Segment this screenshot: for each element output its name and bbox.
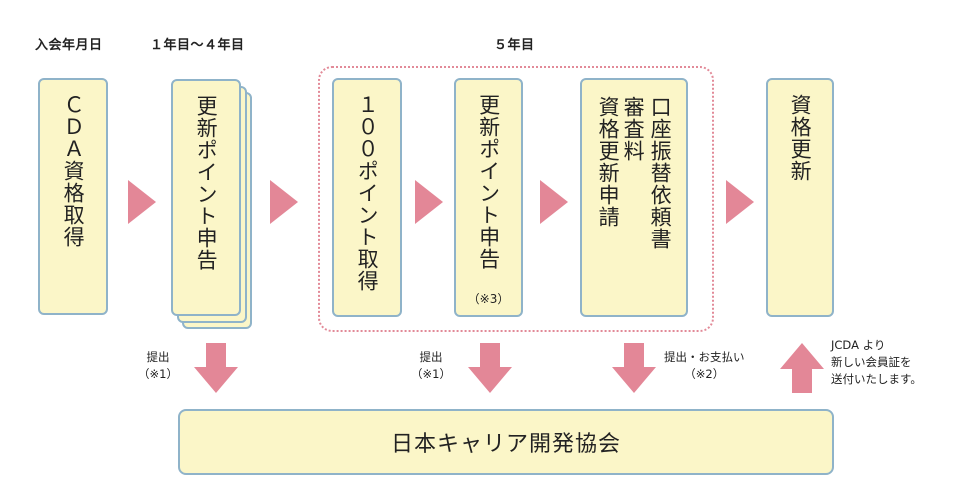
submit-label-1: 提出 （※1）: [138, 349, 178, 383]
application-box: 資格更新申請 審査料 口座振替依頼書: [580, 78, 688, 317]
jcda-note-line1: JCDA より: [831, 338, 886, 352]
submit-pay-line1: 提出・お支払い: [664, 350, 745, 364]
renewal-box: 資格更新: [766, 78, 834, 317]
arrow-up-icon: [780, 343, 824, 393]
arrow-right-icon: [726, 180, 754, 224]
jcda-note-line2: 新しい会員証を: [831, 355, 912, 369]
arrow-right-icon: [540, 180, 568, 224]
arrow-right-icon: [415, 180, 443, 224]
arrow-down-icon: [612, 343, 656, 393]
renewal-report-box-2: 更新ポイント申告 （※3）: [454, 78, 523, 317]
renewal-report-box-1: 更新ポイント申告: [171, 79, 241, 316]
submit-pay-line2: （※2）: [684, 367, 725, 381]
submit-pay-label: 提出・お支払い （※2）: [664, 349, 745, 383]
organization-name: 日本キャリア開発協会: [390, 432, 621, 457]
application-col-3: 口座振替依頼書: [648, 96, 673, 250]
submit-label-1-line2: （※1）: [138, 367, 178, 381]
header-years-1-4: １年目～４年目: [150, 38, 245, 53]
points-100-label: １００ポイント取得: [355, 94, 380, 292]
cda-acquire-box: ＣＤＡ資格取得: [38, 78, 108, 315]
points-100-box: １００ポイント取得: [332, 78, 402, 317]
application-col-2: 審査料: [621, 96, 646, 162]
arrow-right-icon: [128, 180, 156, 224]
header-join-date: 入会年月日: [35, 38, 103, 53]
arrow-down-icon: [194, 343, 238, 393]
renewal-report-label-2: 更新ポイント申告: [476, 94, 501, 270]
header-year-5: ５年目: [494, 38, 535, 53]
submit-label-2-line2: （※1）: [411, 367, 451, 381]
renewal-report-label-1: 更新ポイント申告: [194, 95, 219, 271]
jcda-note: JCDA より 新しい会員証を 送付いたします。: [831, 337, 922, 388]
organization-bar: 日本キャリア開発協会: [178, 409, 834, 475]
submit-label-2: 提出 （※1）: [411, 349, 451, 383]
cda-acquire-label: ＣＤＡ資格取得: [61, 94, 86, 248]
renewal-report-note: （※3）: [467, 292, 510, 306]
jcda-note-line3: 送付いたします。: [831, 372, 922, 386]
renewal-label: 資格更新: [788, 94, 813, 182]
submit-label-1-line1: 提出: [146, 350, 170, 364]
arrow-right-icon: [270, 180, 298, 224]
arrow-down-icon: [468, 343, 512, 393]
submit-label-2-line1: 提出: [419, 350, 443, 364]
year5-group: [318, 66, 714, 332]
application-col-1: 資格更新申請: [596, 96, 621, 228]
